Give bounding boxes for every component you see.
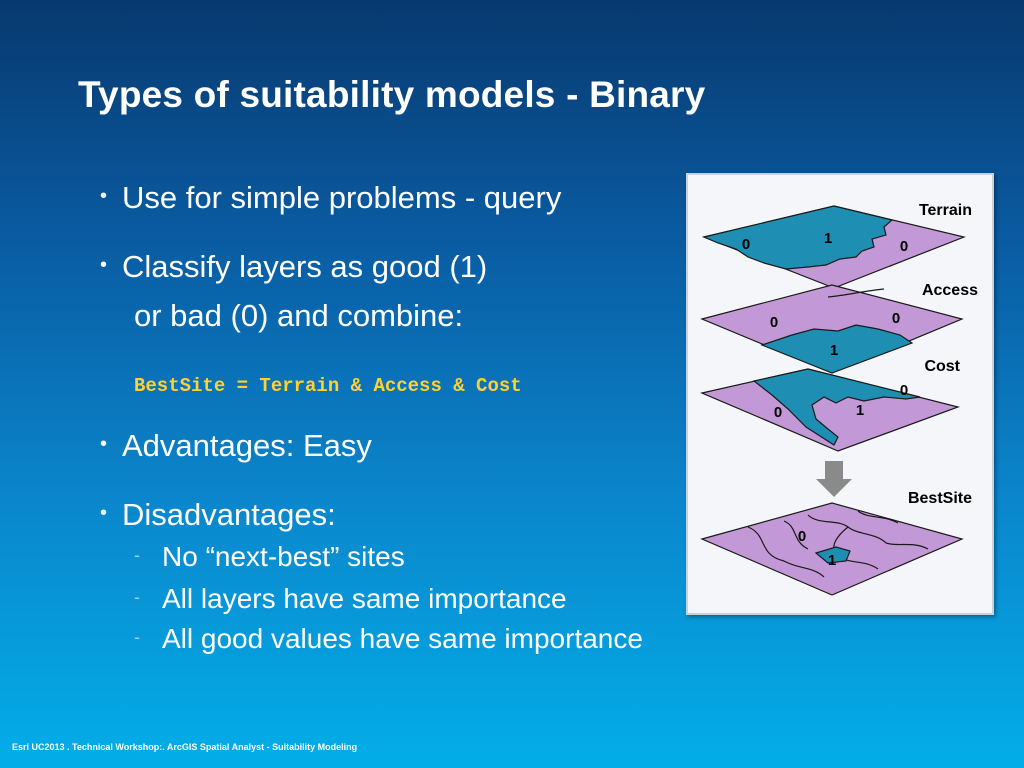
bullet-text: Disadvantages: bbox=[122, 497, 336, 532]
cost-layer-label: Cost bbox=[924, 358, 960, 375]
access-layer-good-area bbox=[760, 324, 914, 374]
bullet-text: Classify layers as good (1) bbox=[122, 249, 488, 284]
sub-bullet-text: All good values have same importance bbox=[162, 623, 643, 654]
down-arrow-icon bbox=[816, 461, 852, 497]
sub-bullet-marker: - bbox=[134, 627, 140, 648]
sub-bullet-marker: - bbox=[134, 587, 140, 608]
terrain-value-right: 0 bbox=[900, 238, 908, 255]
bestsite-boundaries bbox=[747, 510, 929, 578]
bullet-marker: • bbox=[100, 433, 108, 456]
bullet-marker: • bbox=[100, 254, 108, 277]
bullet-marker: • bbox=[100, 185, 108, 208]
bullet-text: Use for simple problems - query bbox=[122, 180, 562, 215]
bestsite-value-good: 1 bbox=[828, 552, 836, 569]
terrain-layer-label: Terrain bbox=[919, 202, 972, 219]
cost-layer-good-area bbox=[752, 368, 921, 446]
access-layer: Access 0 0 1 bbox=[700, 282, 978, 374]
code-expression: BestSite = Terrain & Access & Cost bbox=[134, 375, 522, 397]
sub-bullet-item: - All good values have same importance bbox=[134, 623, 643, 655]
bestsite-layer: BestSite 0 1 bbox=[700, 490, 972, 596]
sub-bullet-text: All layers have same importance bbox=[162, 583, 567, 614]
slide-footer: Esri UC2013 . Technical Workshop:. ArcGI… bbox=[12, 742, 358, 752]
cost-layer: Cost 0 0 1 bbox=[700, 358, 961, 452]
sub-bullet-text: No “next-best” sites bbox=[162, 541, 405, 572]
access-value-bottom: 1 bbox=[830, 342, 838, 359]
terrain-value-center: 1 bbox=[824, 230, 832, 247]
sub-bullet-item: - All layers have same importance bbox=[134, 583, 567, 615]
cost-value-left: 0 bbox=[774, 404, 782, 421]
access-layer-boundary bbox=[827, 288, 885, 298]
bullet-item: • Disadvantages: bbox=[100, 497, 336, 533]
bullet-text: Advantages: Easy bbox=[122, 428, 372, 463]
slide-title: Types of suitability models - Binary bbox=[78, 74, 706, 115]
layer-overlay-figure: Terrain 0 1 0 Access 0 0 1 Cost 0 0 1 bbox=[686, 173, 994, 615]
terrain-value-left: 0 bbox=[742, 236, 750, 253]
terrain-layer-good-area bbox=[702, 205, 894, 270]
cost-value-center: 1 bbox=[856, 402, 864, 419]
bullet-item: • Classify layers as good (1) bbox=[100, 249, 487, 285]
access-value-left: 0 bbox=[770, 314, 778, 331]
bullet-item: • Use for simple problems - query bbox=[100, 180, 561, 216]
access-layer-label: Access bbox=[922, 282, 978, 299]
bestsite-layer-label: BestSite bbox=[908, 490, 972, 507]
bullet-marker: • bbox=[100, 502, 108, 525]
terrain-layer: Terrain 0 1 0 bbox=[702, 202, 972, 289]
sub-bullet-marker: - bbox=[134, 545, 140, 566]
cost-value-right: 0 bbox=[900, 382, 908, 399]
bullet-continuation: or bad (0) and combine: bbox=[134, 298, 464, 333]
bestsite-good-area bbox=[814, 546, 851, 564]
access-value-right: 0 bbox=[892, 310, 900, 327]
bullet-item: • Advantages: Easy bbox=[100, 428, 372, 464]
bestsite-value-bad: 0 bbox=[798, 528, 806, 545]
layer-overlay-diagram: Terrain 0 1 0 Access 0 0 1 Cost 0 0 1 bbox=[700, 202, 978, 596]
sub-bullet-item: - No “next-best” sites bbox=[134, 541, 405, 573]
